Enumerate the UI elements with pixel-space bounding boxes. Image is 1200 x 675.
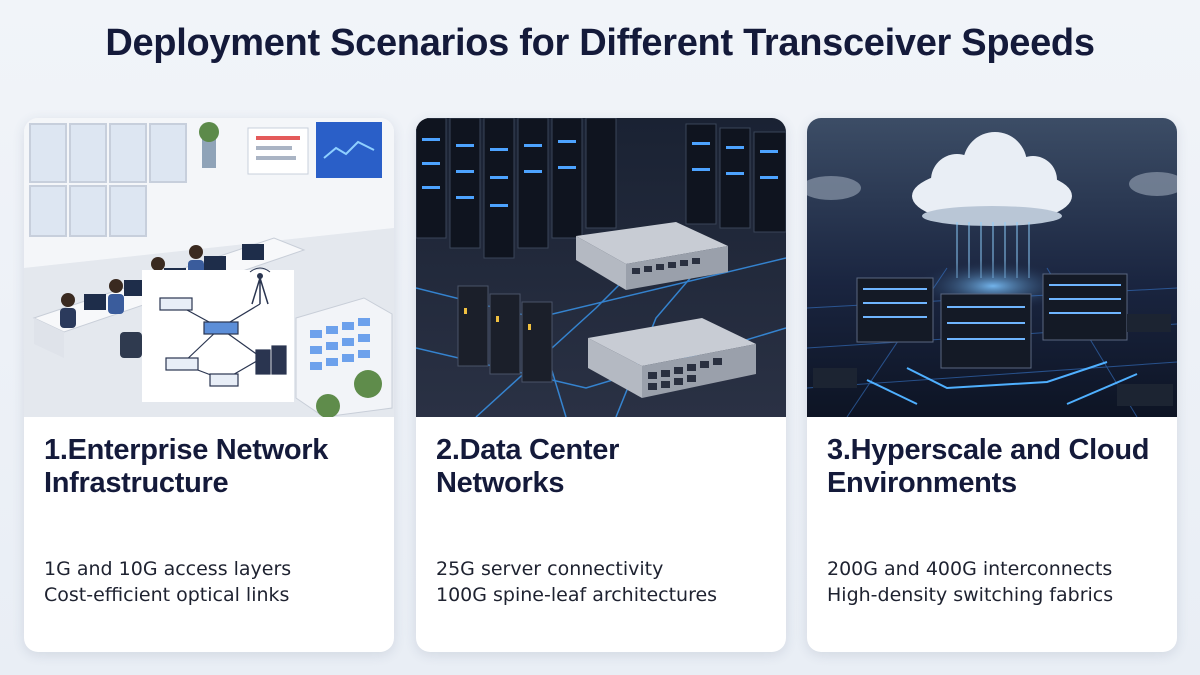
card-line: 1G and 10G access layers bbox=[44, 558, 292, 580]
scenario-card-enterprise: 1.Enterprise Network Infrastructure 1G a… bbox=[24, 118, 394, 652]
scenario-card-hyperscale: 3.Hyperscale and Cloud Environments 200G… bbox=[807, 118, 1177, 652]
data-center-switch-illustration bbox=[416, 118, 786, 417]
cloud-datacenter-illustration bbox=[807, 118, 1177, 417]
scenario-card-datacenter: 2.Data Center Networks 25G server connec… bbox=[416, 118, 786, 652]
card-description: 25G server connectivity 100G spine-leaf … bbox=[436, 556, 776, 608]
card-heading: 3.Hyperscale and Cloud Environments bbox=[827, 434, 1150, 499]
card-line: 200G and 400G interconnects bbox=[827, 558, 1113, 580]
page-title: Deployment Scenarios for Different Trans… bbox=[105, 22, 1095, 64]
card-line: Cost-efficient optical links bbox=[44, 584, 290, 606]
card-line: 100G spine-leaf architectures bbox=[436, 584, 718, 606]
card-description: 1G and 10G access layers Cost-efficient … bbox=[44, 556, 384, 608]
card-heading: 2.Data Center Networks bbox=[436, 434, 620, 499]
card-line: 25G server connectivity bbox=[436, 558, 664, 580]
card-description: 200G and 400G interconnects High-density… bbox=[827, 556, 1167, 608]
card-line: High-density switching fabrics bbox=[827, 584, 1114, 606]
office-network-illustration bbox=[24, 118, 394, 417]
card-heading: 1.Enterprise Network Infrastructure bbox=[44, 434, 329, 499]
